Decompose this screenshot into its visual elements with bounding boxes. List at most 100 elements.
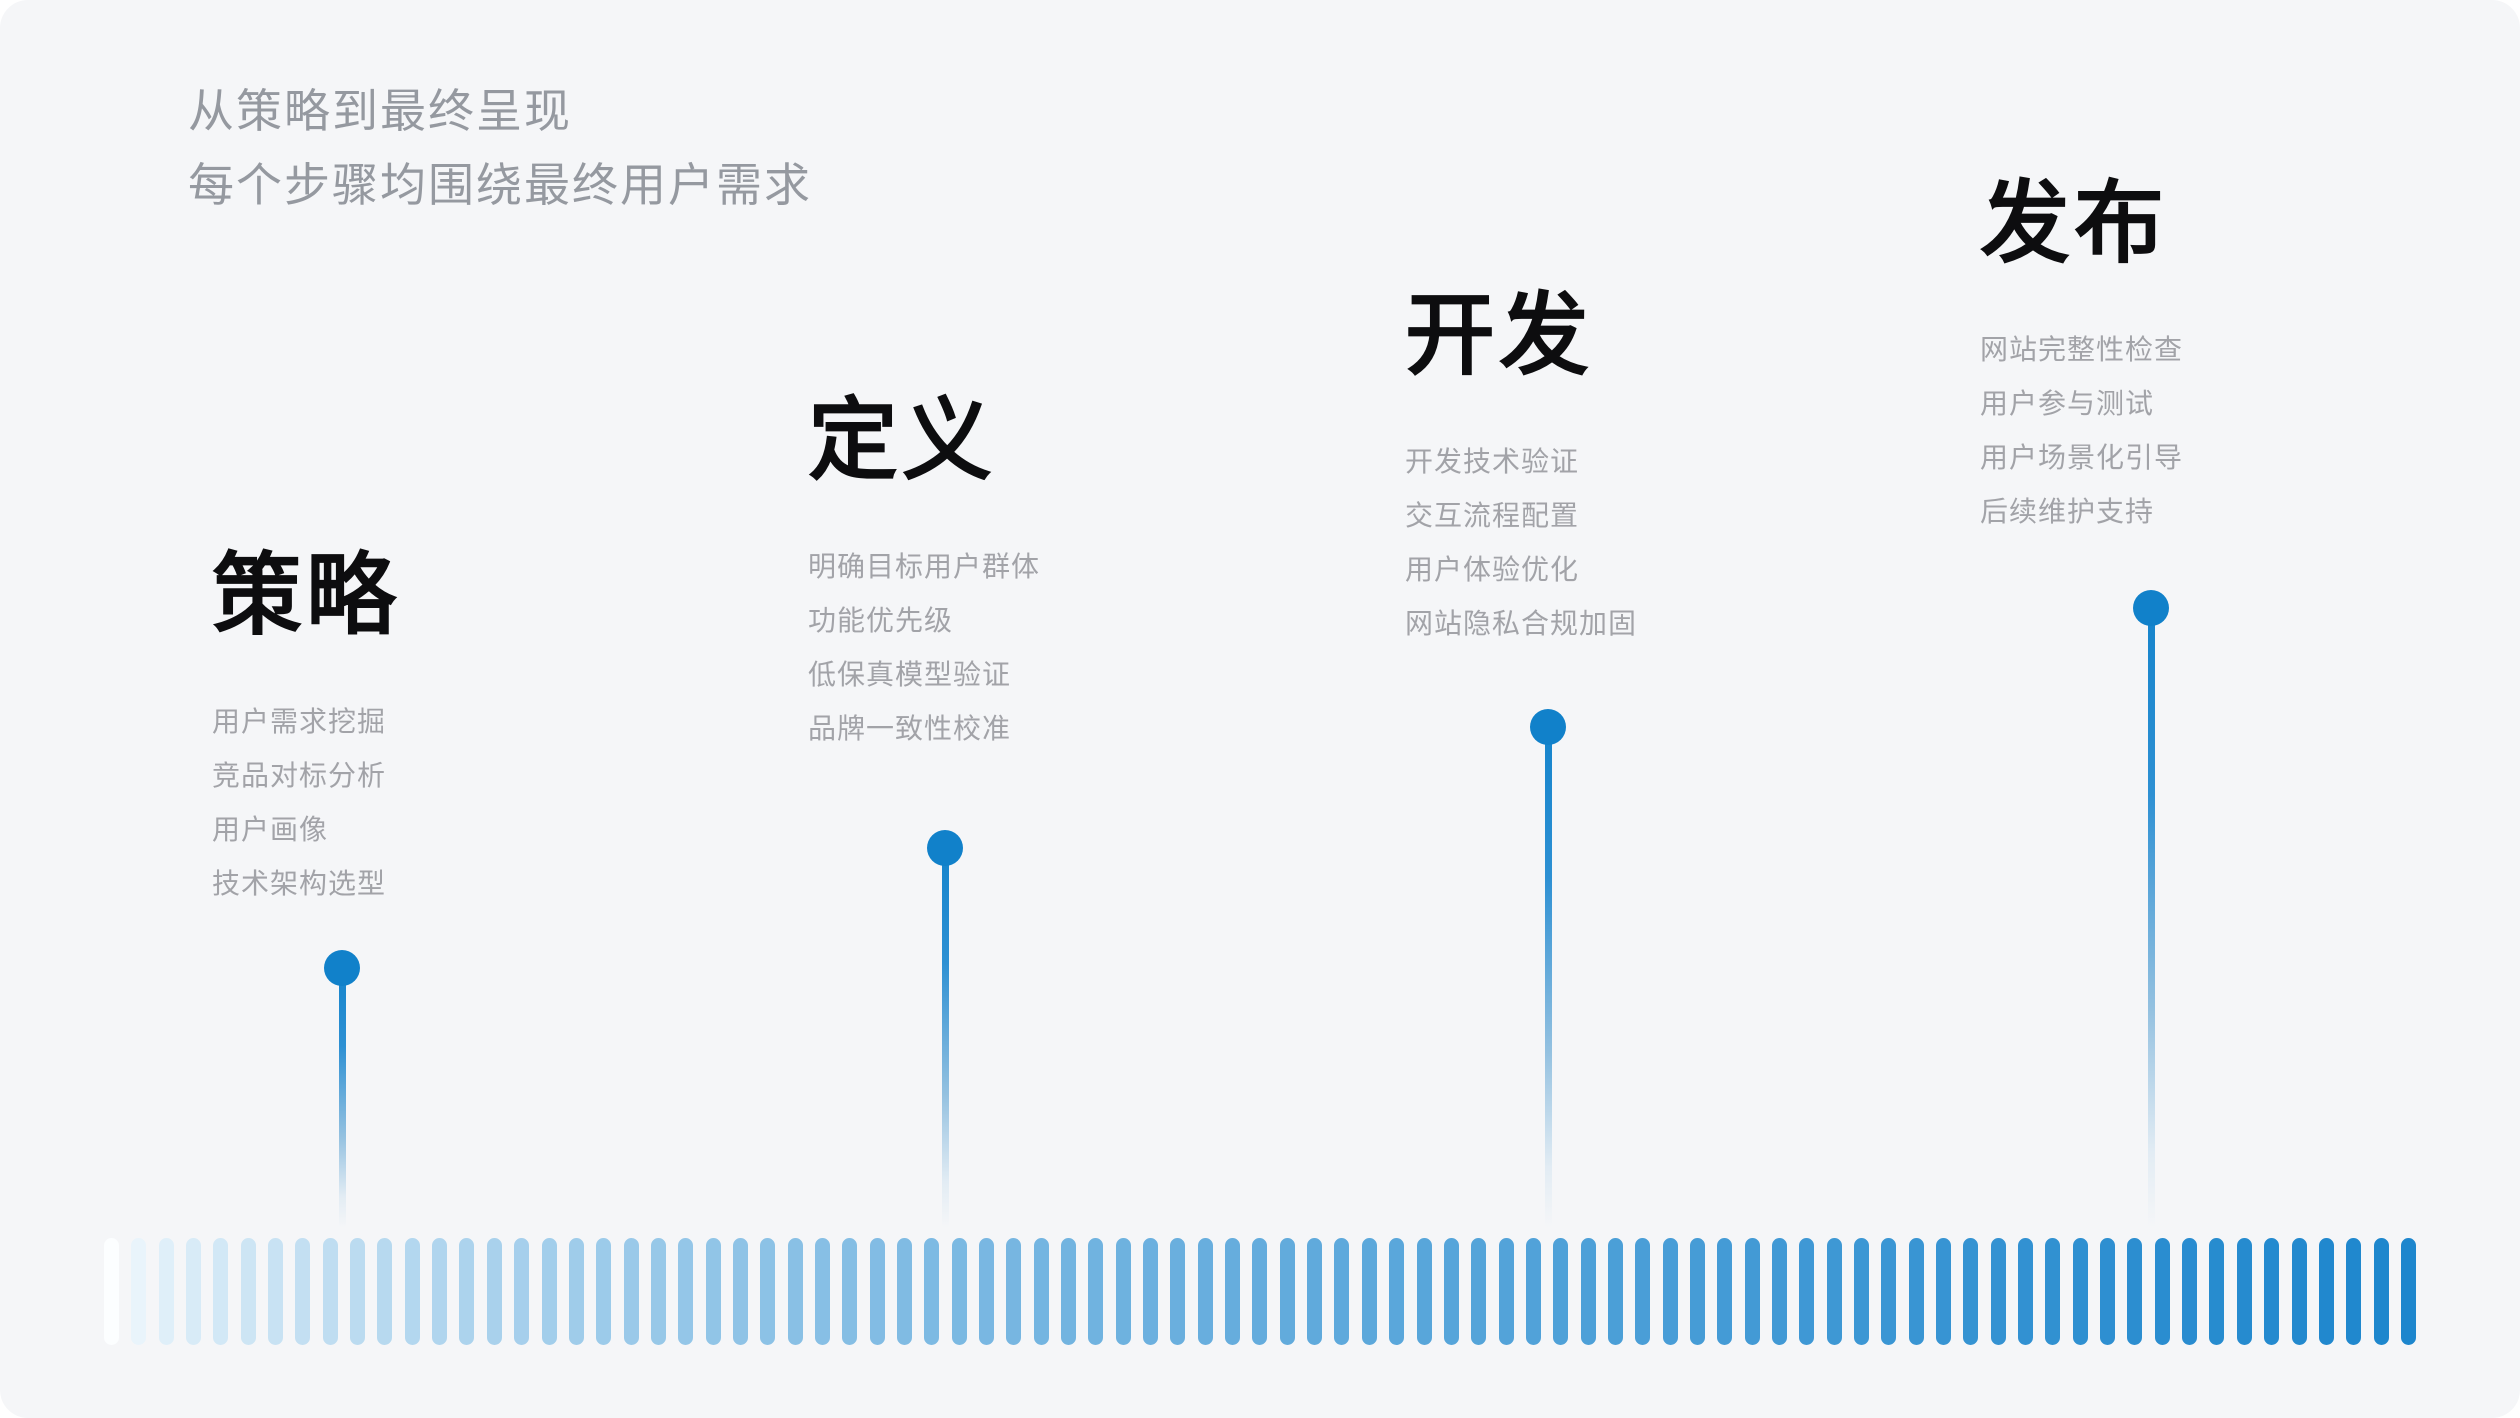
stage-item: 明确目标用户群体	[808, 551, 1041, 582]
timeline-bar	[1990, 1238, 2006, 1345]
timeline-bar	[1662, 1238, 1678, 1345]
timeline-bar	[1854, 1238, 1869, 1345]
timeline-bar	[377, 1238, 393, 1345]
timeline-bar	[2264, 1238, 2280, 1345]
stage-item: 低保真模型验证	[808, 659, 1012, 690]
timeline-bar	[1279, 1238, 1295, 1345]
timeline-bar	[1908, 1238, 1924, 1345]
timeline-bar	[2346, 1238, 2362, 1345]
timeline-bar	[814, 1238, 830, 1345]
stage-item: 网站隐私合规加固	[1405, 608, 1638, 639]
timeline-bar	[1197, 1238, 1213, 1345]
timeline-bar	[2400, 1238, 2416, 1345]
timeline-bar	[623, 1238, 639, 1345]
timeline-bar	[1963, 1238, 1979, 1345]
timeline-bar	[1826, 1238, 1842, 1345]
milestone-dot-3	[1530, 709, 1566, 745]
timeline-bar	[2100, 1238, 2116, 1345]
page-title-line2: 每个步骤均围绕最终用户需求	[188, 159, 812, 211]
timeline-bar	[1006, 1238, 1022, 1345]
timeline-bar	[1771, 1238, 1787, 1345]
timeline-bar	[787, 1238, 803, 1345]
milestone-dot-4	[2133, 590, 2169, 626]
stage-item: 交互流程配置	[1405, 500, 1580, 531]
timeline-bar	[1033, 1238, 1049, 1345]
timeline-bar	[1361, 1238, 1377, 1345]
timeline-bar	[404, 1238, 420, 1345]
timeline-bar	[1717, 1238, 1733, 1345]
stage-item: 竞品对标分析	[212, 760, 387, 791]
timeline-bar	[1334, 1238, 1350, 1345]
timeline-bar	[842, 1238, 858, 1345]
stage-item-list: 用户需求挖掘 竞品对标分析 用户画像 技术架构选型	[212, 695, 772, 911]
stage-title: 策略	[212, 546, 400, 646]
timeline-bar	[2154, 1238, 2170, 1345]
stage-title: 定义	[808, 391, 996, 491]
timeline-bar	[2072, 1238, 2088, 1345]
timeline-bar	[1553, 1238, 1569, 1345]
timeline-bar	[1936, 1238, 1952, 1345]
timeline-bar	[596, 1238, 612, 1345]
timeline-bar	[432, 1238, 448, 1345]
timeline-bar	[2045, 1238, 2061, 1345]
timeline-bar	[459, 1238, 475, 1345]
timeline-bar	[2373, 1238, 2389, 1345]
timeline-bar	[1170, 1238, 1186, 1345]
timeline-bar	[760, 1238, 776, 1345]
timeline-bar	[2182, 1238, 2198, 1345]
timeline-bar	[350, 1238, 366, 1345]
timeline-bar	[514, 1238, 530, 1345]
milestone-dot-2	[927, 830, 963, 866]
timeline-bar	[2018, 1238, 2034, 1345]
stage-item: 开发技术验证	[1405, 446, 1580, 477]
stage-item: 后续维护支持	[1980, 496, 2155, 527]
timeline-bar	[2209, 1238, 2225, 1345]
stage-item-list: 开发技术验证 交互流程配置 用户体验优化 网站隐私合规加固	[1405, 435, 1965, 651]
stage-item: 品牌一致性校准	[808, 713, 1012, 744]
timeline-bar	[1498, 1238, 1514, 1345]
stage-item: 用户画像	[212, 814, 329, 845]
timeline-bar	[1252, 1238, 1268, 1345]
timeline-bar	[2127, 1238, 2143, 1345]
timeline-bar-strip	[104, 1238, 2416, 1345]
milestone-dot-1	[324, 950, 360, 986]
stage-item: 用户参与测试	[1980, 388, 2155, 419]
stage-item: 网站完整性检查	[1980, 334, 2184, 365]
timeline-bar	[1607, 1238, 1623, 1345]
stage-launch: 发布 网站完整性检查 用户参与测试 用户场景化引导 后续维护支持	[1980, 177, 2520, 539]
timeline-bar	[1525, 1238, 1541, 1345]
stage-title: 开发	[1405, 286, 1593, 386]
timeline-bar	[322, 1238, 338, 1345]
timeline-bar	[295, 1238, 311, 1345]
stage-item-list: 明确目标用户群体 功能优先级 低保真模型验证 品牌一致性校准	[808, 540, 1368, 756]
timeline-bar	[1307, 1238, 1323, 1345]
stage-item: 用户场景化引导	[1980, 442, 2184, 473]
timeline-bar	[951, 1238, 967, 1345]
stage-item: 用户需求挖掘	[212, 706, 387, 737]
timeline-bar	[1143, 1238, 1159, 1345]
timeline-bar	[568, 1238, 584, 1345]
timeline-bar	[186, 1238, 202, 1345]
stage-develop: 开发 开发技术验证 交互流程配置 用户体验优化 网站隐私合规加固	[1405, 289, 1965, 651]
timeline-bar	[213, 1238, 229, 1345]
stage-item-list: 网站完整性检查 用户参与测试 用户场景化引导 后续维护支持	[1980, 323, 2520, 539]
timeline-bar	[1115, 1238, 1131, 1345]
timeline-bar	[1635, 1238, 1651, 1345]
timeline-bar	[1799, 1238, 1815, 1345]
timeline-bar	[158, 1238, 174, 1345]
stage-item: 用户体验优化	[1405, 554, 1580, 585]
timeline-bar	[1471, 1238, 1487, 1345]
timeline-bar	[486, 1238, 502, 1345]
milestone-stem-4	[2148, 608, 2155, 1228]
timeline-bar	[541, 1238, 557, 1345]
timeline-bar	[705, 1238, 721, 1345]
milestone-stem-3	[1545, 727, 1552, 1228]
timeline-bar	[2318, 1238, 2334, 1345]
timeline-bar	[650, 1238, 666, 1345]
milestone-stem-2	[942, 848, 949, 1228]
timeline-bar	[1416, 1238, 1432, 1345]
stage-item: 技术架构选型	[212, 868, 387, 899]
milestone-stem-1	[339, 968, 346, 1228]
timeline-bar	[869, 1238, 885, 1345]
